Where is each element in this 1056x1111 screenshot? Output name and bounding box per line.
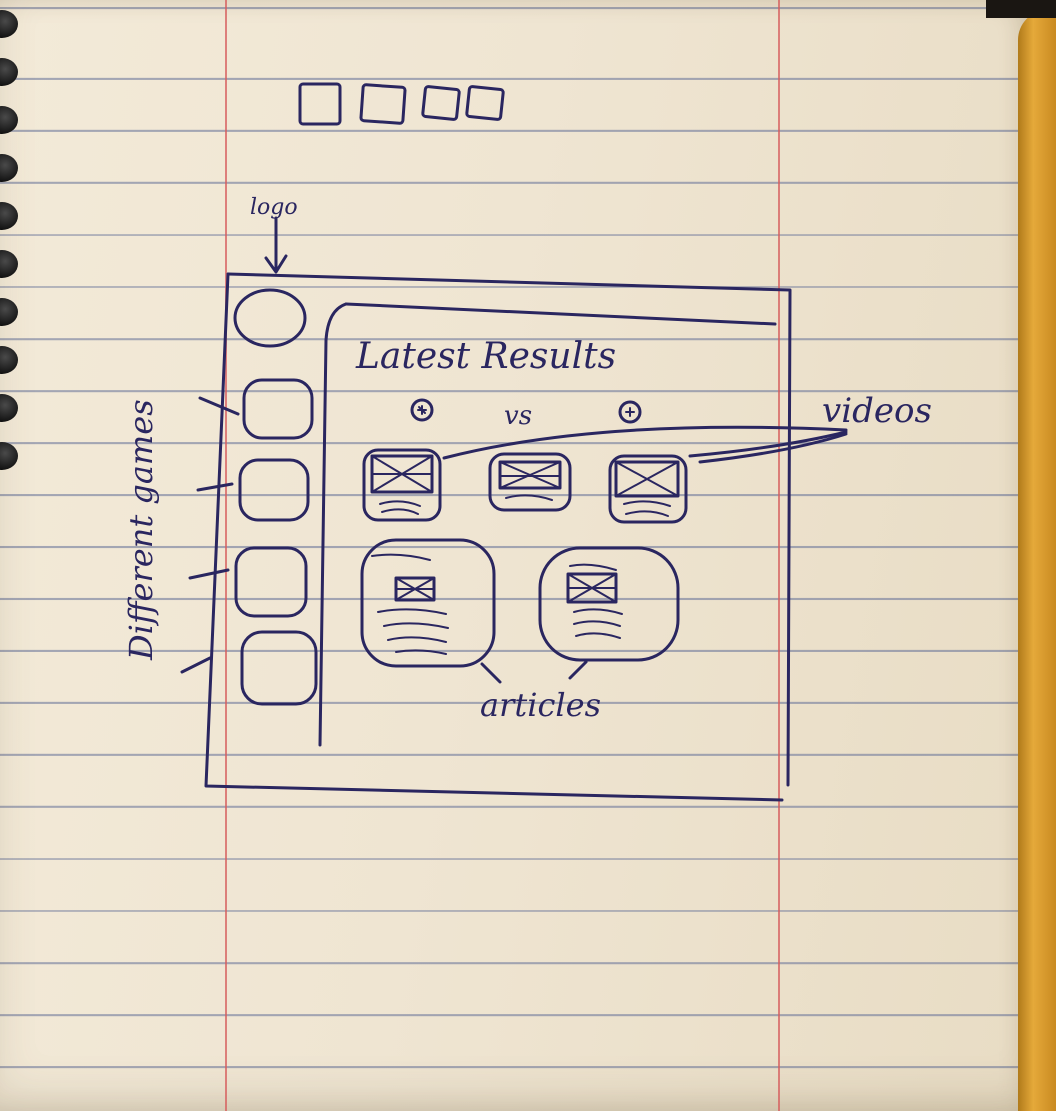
logo-label: logo [250,195,298,220]
videos-pointers [442,425,848,464]
article-cards [360,538,680,668]
frame-left-bottom [204,272,784,802]
notebook-edge [1018,10,1056,1111]
page-frame [204,272,792,802]
different-games-pointers [180,396,240,674]
article-card [538,546,680,662]
header-title: Latest Results [355,336,616,377]
video-cards [362,448,688,524]
spiral-ring [0,202,18,230]
video-card [488,452,572,512]
video-card [362,448,442,522]
article-card [360,538,496,668]
margin-line-right [778,0,780,1111]
different-games-label: Different games [122,399,160,661]
game-nav-item [240,630,318,706]
spiral-ring [0,394,18,422]
team-icon [410,398,434,422]
top-squares [298,82,505,126]
spiral-ring [0,250,18,278]
game-nav-item [242,378,314,440]
spiral-ring [0,346,18,374]
top-square [359,83,407,125]
sidebar-divider [318,302,348,747]
articles-pointers [480,660,588,684]
video-card [608,454,688,524]
game-nav-item [238,458,310,522]
background-strip [986,0,1056,18]
header-bar [344,302,777,326]
logo-arrow [264,216,288,274]
top-square [465,85,505,121]
margin-line-left [225,0,227,1111]
video-thumbnail [614,460,680,498]
spiral-ring [0,58,18,86]
sidebar [233,288,348,747]
spiral-ring [0,442,18,470]
spiral-ring [0,106,18,134]
top-square [298,82,342,126]
team-icon [618,400,642,424]
versus-label: vs [504,401,532,431]
articles-label: articles [480,686,601,724]
top-square [421,85,461,121]
spiral-ring [0,10,18,38]
frame-top-right [226,272,792,787]
game-nav-item [234,546,308,618]
spiral-ring [0,298,18,326]
team-icons [410,398,642,424]
spiral-ring [0,154,18,182]
logo-circle [233,288,307,348]
videos-label: videos [822,391,932,431]
